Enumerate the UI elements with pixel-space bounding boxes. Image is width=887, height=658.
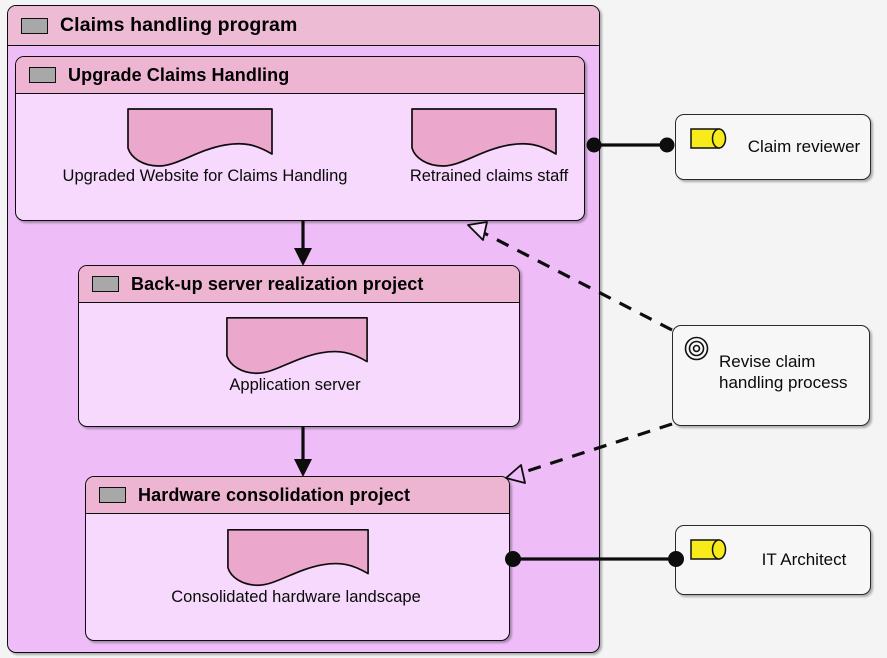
deliverable-shape bbox=[226, 316, 368, 375]
node-label-line1: Revise claim bbox=[719, 352, 816, 371]
work-package-icon bbox=[21, 17, 48, 34]
grouping-upgrade-claims-handling[interactable]: Upgrade Claims Handling Upgraded Website… bbox=[15, 56, 585, 221]
project-header-band-backup: Back-up server realization project bbox=[79, 266, 519, 303]
work-package-icon bbox=[99, 487, 126, 503]
business-role-icon bbox=[690, 128, 727, 149]
deliverable-shape bbox=[411, 108, 557, 167]
node-it-architect[interactable]: IT Architect bbox=[675, 525, 871, 595]
deliverable-application-server[interactable]: Application server bbox=[224, 315, 376, 394]
project-header-band-upgrade: Upgrade Claims Handling bbox=[16, 57, 584, 94]
deliverable-label: Consolidated hardware landscape bbox=[171, 588, 421, 606]
deliverable-retrained-claims-staff[interactable]: Retrained claims staff bbox=[409, 108, 569, 186]
node-label-claim-reviewer: Claim reviewer bbox=[747, 137, 861, 156]
deliverable-label: Upgraded Website for Claims Handling bbox=[62, 167, 348, 185]
deliverable-label: Retrained claims staff bbox=[409, 167, 569, 185]
project-title-hardware: Hardware consolidation project bbox=[138, 484, 411, 505]
program-header-band: Claims handling program bbox=[8, 6, 599, 46]
deliverable-consolidated-hardware-landscape[interactable]: Consolidated hardware landscape bbox=[171, 527, 421, 607]
node-label-line2: handling process bbox=[719, 373, 848, 392]
page-title: Claims handling program bbox=[60, 14, 298, 36]
node-revise-claim-handling-process[interactable]: Revise claim handling process bbox=[672, 325, 870, 426]
project-title-upgrade: Upgrade Claims Handling bbox=[68, 64, 290, 85]
goal-icon bbox=[684, 336, 709, 361]
node-label-revise-process: Revise claim handling process bbox=[719, 351, 867, 393]
deliverable-label: Application server bbox=[229, 376, 361, 394]
project-header-band-hardware: Hardware consolidation project bbox=[86, 477, 509, 514]
business-role-icon bbox=[690, 539, 727, 560]
node-label-it-architect: IT Architect bbox=[761, 550, 847, 569]
deliverable-upgraded-website[interactable]: Upgraded Website for Claims Handling bbox=[63, 108, 347, 186]
deliverable-shape bbox=[227, 528, 369, 587]
work-package-icon bbox=[92, 276, 119, 292]
grouping-backup-server-realization-project[interactable]: Back-up server realization project Appli… bbox=[78, 265, 520, 427]
grouping-hardware-consolidation-project[interactable]: Hardware consolidation project Consolida… bbox=[85, 476, 510, 641]
node-claim-reviewer[interactable]: Claim reviewer bbox=[675, 114, 871, 180]
project-title-backup: Back-up server realization project bbox=[131, 273, 424, 294]
work-package-icon bbox=[29, 67, 56, 83]
deliverable-shape bbox=[127, 108, 273, 167]
